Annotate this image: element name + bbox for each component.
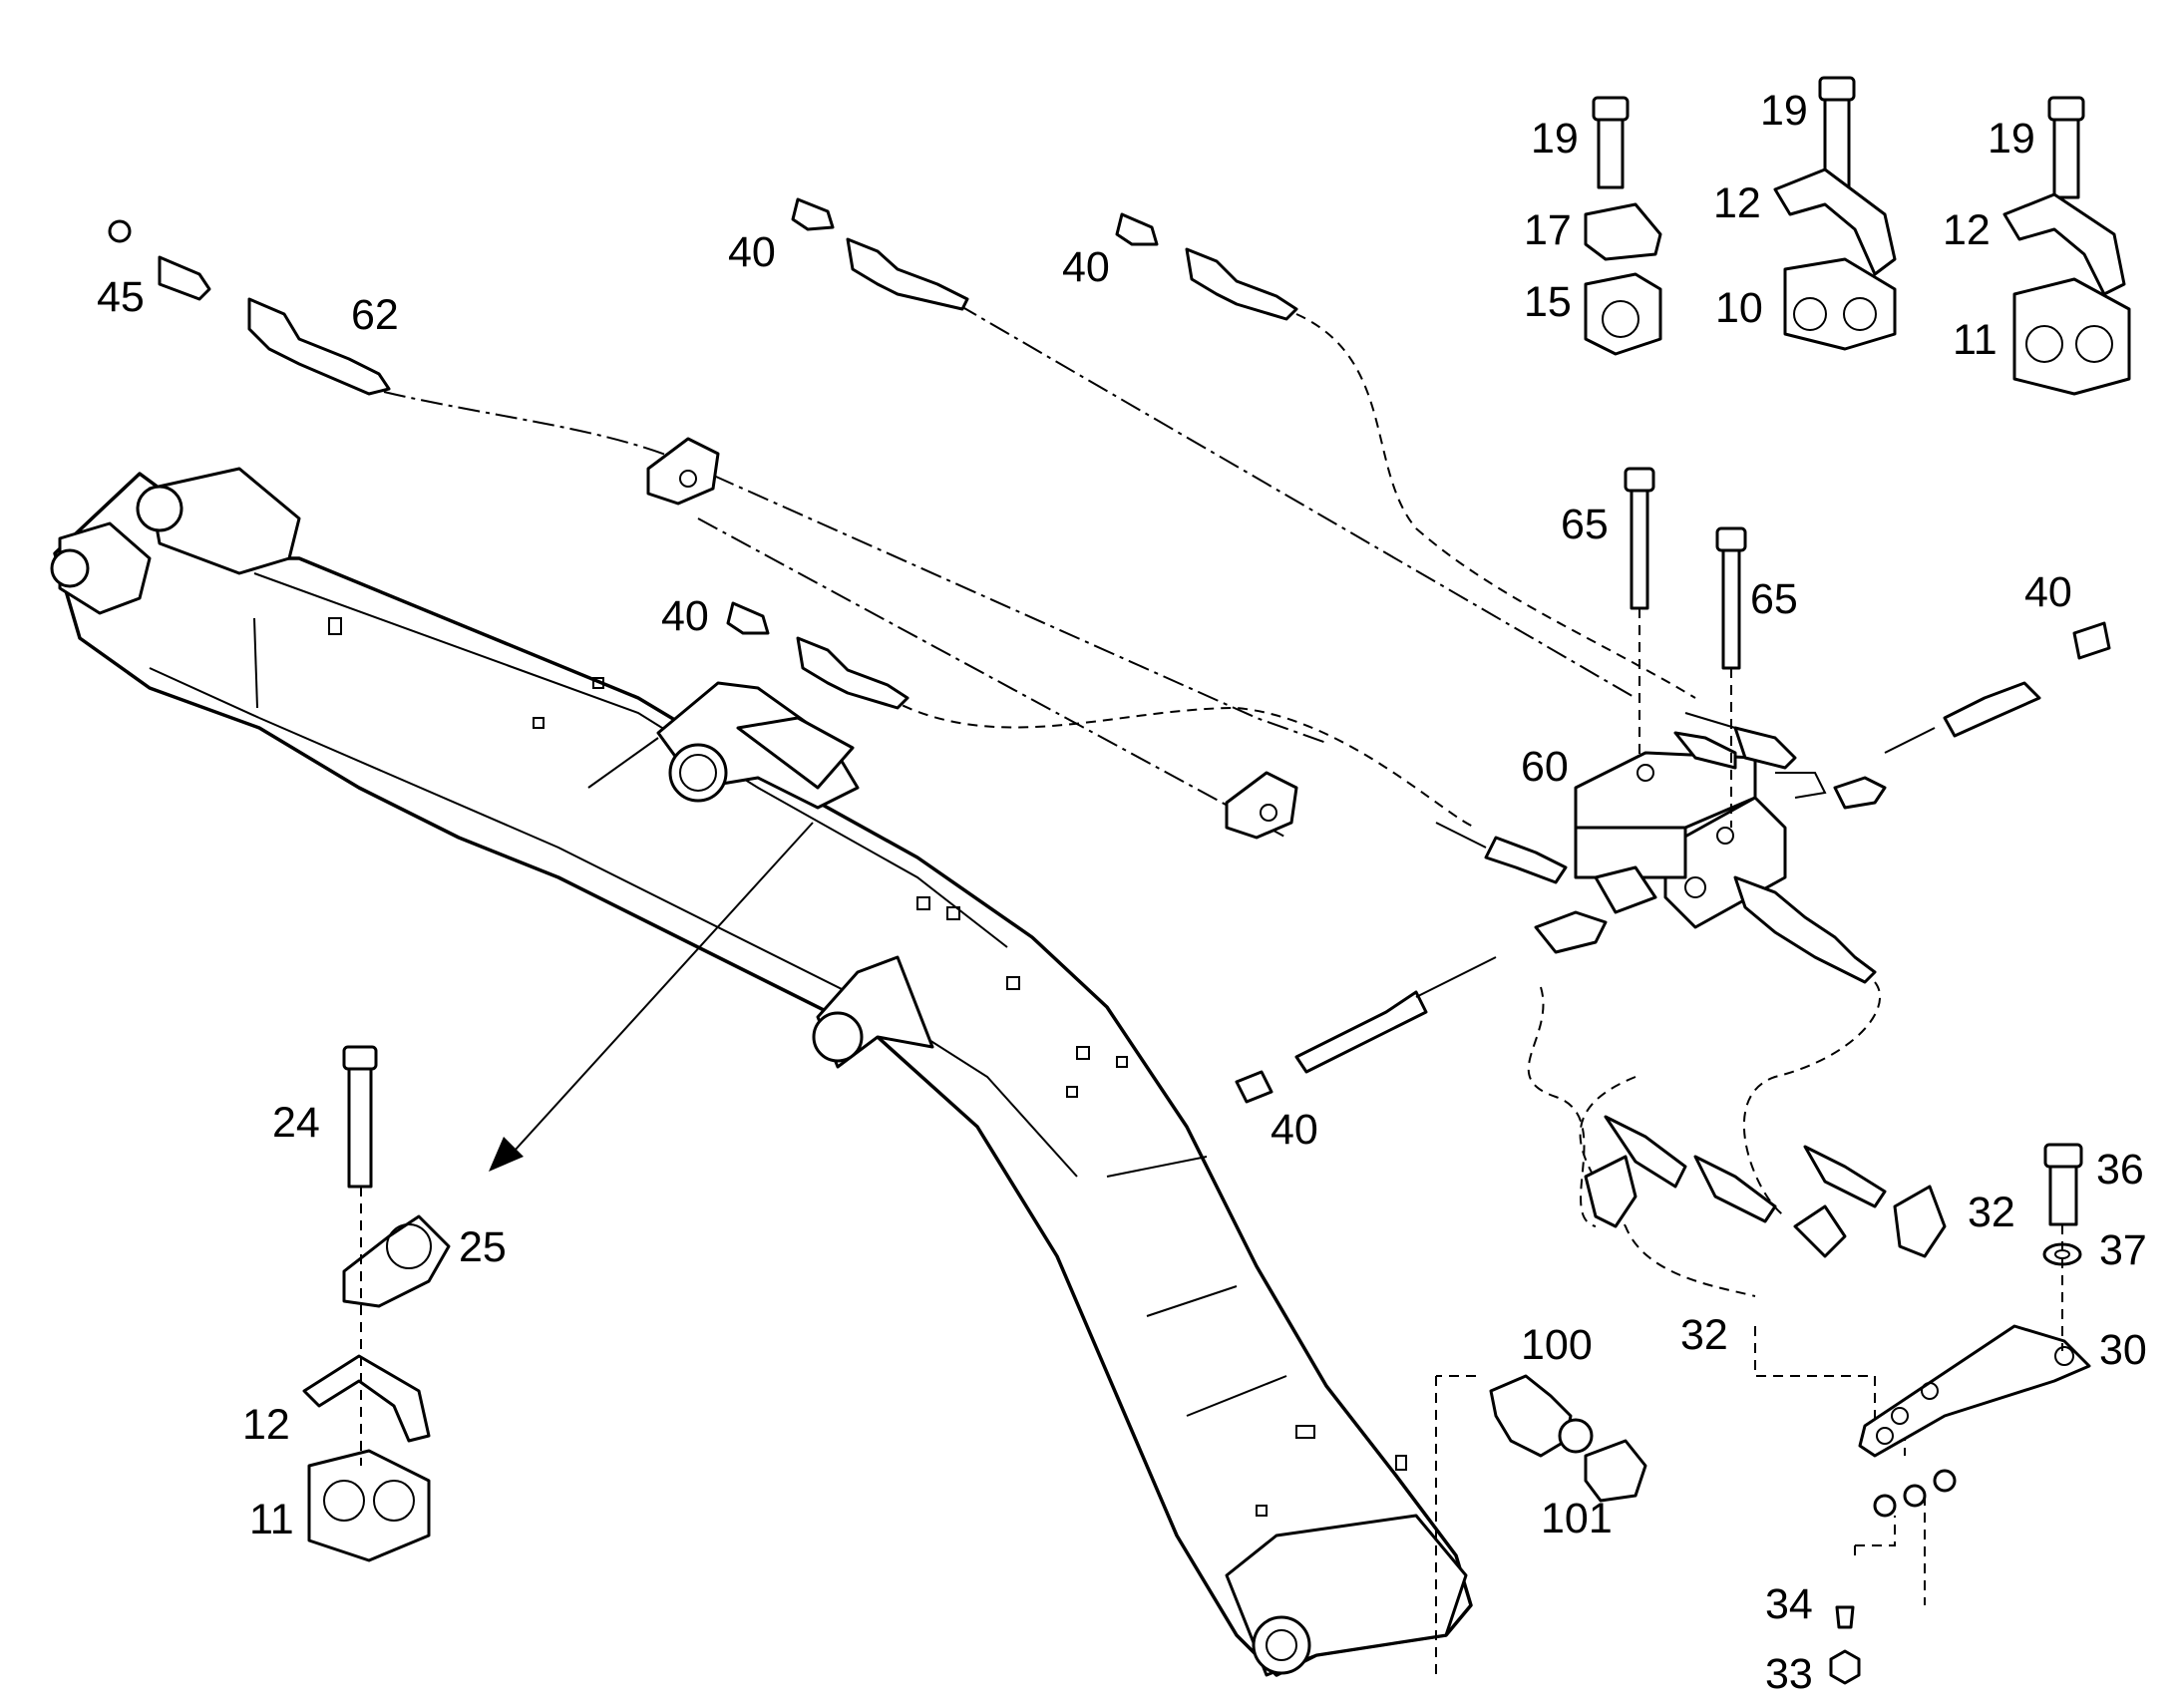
fitting-40-top-b bbox=[1115, 212, 1298, 321]
clamp-kit-11-12 bbox=[2002, 96, 2131, 396]
clamp-kit-15-17 bbox=[1584, 96, 1662, 356]
callout-40-d: 40 bbox=[2024, 568, 2072, 616]
grease-nipple-100 bbox=[1489, 1374, 1594, 1458]
callout-12-c: 12 bbox=[242, 1401, 290, 1449]
callout-19-b: 19 bbox=[1760, 87, 1808, 135]
callout-37: 37 bbox=[2099, 1226, 2147, 1274]
callout-32-a: 32 bbox=[1968, 1189, 2015, 1236]
callout-11-b: 11 bbox=[249, 1496, 294, 1543]
callout-17: 17 bbox=[1524, 206, 1572, 254]
fitting-40-mid bbox=[726, 601, 909, 710]
callout-25: 25 bbox=[459, 1223, 507, 1271]
callout-labels: 45 62 40 40 40 40 40 19 17 15 19 12 10 1… bbox=[97, 87, 2147, 1698]
cap-101 bbox=[1584, 1439, 1647, 1503]
callout-62: 62 bbox=[351, 291, 399, 339]
bolt-65-a bbox=[1624, 467, 1655, 610]
callout-60: 60 bbox=[1521, 743, 1569, 791]
callout-32-b: 32 bbox=[1680, 1311, 1728, 1359]
fitting-40-top-a bbox=[791, 197, 969, 311]
nut-33 bbox=[1829, 1649, 1861, 1685]
clamp-kit-10-12 bbox=[1773, 76, 1897, 351]
elbow-fittings-32 bbox=[1584, 1115, 1947, 1258]
callout-24: 24 bbox=[272, 1099, 320, 1147]
fitting-45-62-group bbox=[108, 219, 391, 396]
fitting-40-right bbox=[1884, 621, 2111, 754]
plate-30 bbox=[1858, 1324, 2091, 1458]
callout-40-b: 40 bbox=[1062, 243, 1110, 291]
callout-100: 100 bbox=[1521, 1321, 1593, 1369]
callout-11-a: 11 bbox=[1953, 316, 1998, 364]
callout-40-a: 40 bbox=[728, 228, 776, 276]
callout-10: 10 bbox=[1715, 284, 1763, 332]
callout-33: 33 bbox=[1765, 1650, 1813, 1698]
clamp-kit-24-25 bbox=[302, 1045, 451, 1562]
callout-30: 30 bbox=[2099, 1326, 2147, 1374]
hose-routing-lines bbox=[383, 303, 1926, 1675]
callout-19-a: 19 bbox=[1531, 115, 1579, 163]
callout-101: 101 bbox=[1541, 1495, 1613, 1542]
callout-15: 15 bbox=[1524, 278, 1572, 326]
callout-34: 34 bbox=[1765, 1580, 1813, 1628]
callout-65-b: 65 bbox=[1750, 575, 1798, 623]
callout-36: 36 bbox=[2096, 1146, 2144, 1194]
nipple-34 bbox=[1835, 1605, 1855, 1629]
fitting-40-bottom bbox=[1235, 956, 1497, 1104]
bolt-36 bbox=[2043, 1143, 2083, 1226]
valve-block-60 bbox=[1435, 712, 1887, 984]
callout-40-c: 40 bbox=[661, 592, 709, 640]
clamp-upper bbox=[646, 437, 720, 506]
clamp-lower bbox=[1225, 771, 1298, 840]
callout-40-e: 40 bbox=[1271, 1106, 1318, 1154]
callout-45: 45 bbox=[97, 273, 145, 321]
callout-12-b: 12 bbox=[1943, 206, 1991, 254]
callout-19-c: 19 bbox=[1988, 115, 2035, 163]
excavator-boom bbox=[50, 467, 1473, 1677]
callout-65-a: 65 bbox=[1561, 501, 1609, 548]
bolt-65-b bbox=[1715, 526, 1747, 670]
callout-12-a: 12 bbox=[1713, 179, 1761, 227]
nuts-under-plate bbox=[1873, 1469, 1957, 1518]
